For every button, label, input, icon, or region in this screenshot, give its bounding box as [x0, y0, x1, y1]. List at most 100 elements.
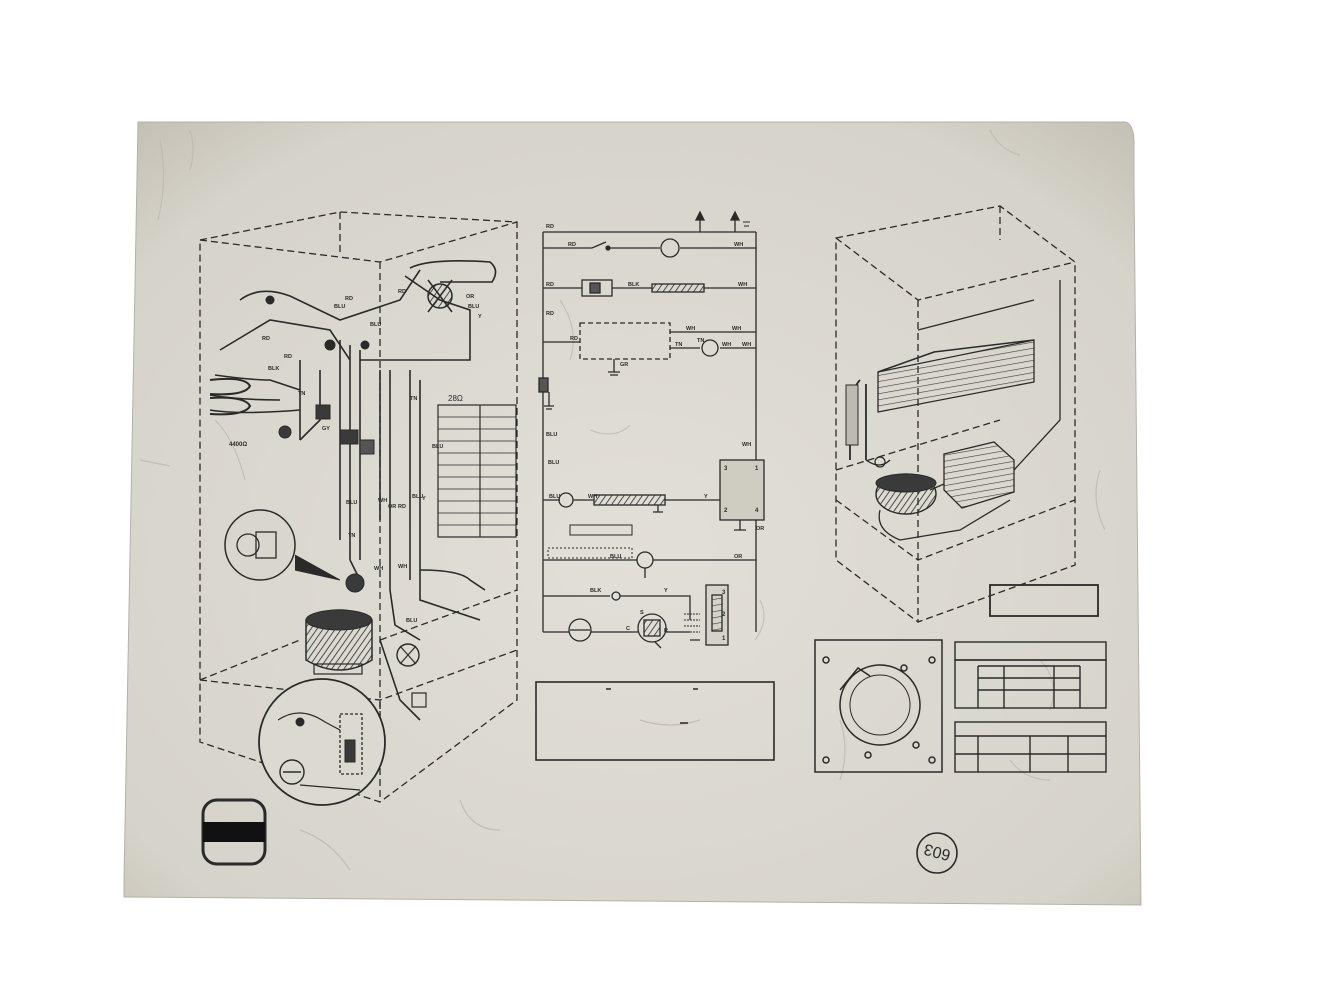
wire-label: RD	[345, 296, 353, 302]
wire-label: OR	[388, 504, 396, 510]
wire-label: Y	[704, 494, 708, 500]
wire-label: OR	[734, 554, 742, 560]
wire-label: BLU	[346, 500, 357, 506]
schematic-diagram	[535, 210, 775, 761]
left-pictorial-diagram	[199, 211, 518, 866]
compressor-right-icon	[875, 473, 937, 515]
wire-label: BLU	[412, 494, 423, 500]
wire-label: WH	[738, 282, 747, 288]
wire-label: TN	[410, 396, 417, 402]
wire-label: BLK	[628, 282, 639, 288]
detail-circle-relay	[224, 509, 341, 581]
spec-table-bottom	[954, 721, 1107, 773]
defrost-heater-icon	[651, 283, 705, 293]
wire-label: RD	[262, 336, 270, 342]
mounting-plate	[814, 639, 943, 773]
right-note-box	[989, 584, 1099, 617]
wire-label: WH	[374, 566, 383, 572]
right-refrigeration-diagram	[814, 205, 1107, 773]
relay-box	[719, 459, 765, 521]
detail-circle-capacitor	[258, 678, 386, 806]
wire-label: TN	[697, 338, 704, 344]
defrost-timer-box	[579, 322, 671, 360]
cabinet-outline-left	[199, 211, 518, 803]
light-socket-icon	[359, 439, 375, 455]
legend-table-left	[437, 404, 517, 538]
brand-logo	[201, 798, 267, 866]
drain-heater-element	[593, 494, 666, 506]
wire-label: BLU	[549, 494, 560, 500]
wire-label: WH	[742, 442, 751, 448]
wire-label: WH	[686, 326, 695, 332]
light-bulb-icon	[660, 238, 680, 258]
wire-label: BLU	[610, 554, 621, 560]
harness-lines	[209, 260, 497, 721]
condenser-coil-icon	[943, 441, 1015, 509]
wire-label: RD	[546, 224, 554, 230]
relay-terminal-label: 1	[755, 466, 759, 472]
fan-motor-top-icon	[427, 279, 453, 313]
wire-label: BLU	[468, 304, 479, 310]
overload-terminal-label: 3	[722, 590, 726, 596]
wire-label: RD	[398, 289, 406, 295]
wire-label: WH	[588, 494, 597, 500]
wire-label: C	[626, 626, 630, 632]
wire-label: BLK	[268, 366, 279, 372]
wire-label: RD	[570, 336, 578, 342]
wire-label: TN	[298, 391, 305, 397]
start-relay-icon	[637, 613, 667, 643]
evaporator-coil-left	[209, 377, 252, 416]
wire-label: Y	[664, 588, 668, 594]
wire-label: WH	[398, 564, 407, 570]
thermostat-icon	[315, 404, 331, 420]
wire-label: TN	[675, 342, 682, 348]
wire-label: WH	[722, 342, 731, 348]
wire-label: OR	[466, 294, 474, 300]
wire-label: RD	[568, 242, 576, 248]
wire-label: WH	[734, 242, 743, 248]
switch-icon	[278, 425, 292, 439]
wire-label: WH	[378, 498, 387, 504]
compressor-motor-icon	[568, 618, 592, 642]
wire-label: RD	[546, 282, 554, 288]
wire-label: BLU	[334, 304, 345, 310]
wire-label: Y	[478, 314, 482, 320]
relay-terminal-label: 4	[755, 508, 759, 514]
stamp-circle: 603	[916, 832, 958, 874]
schematic-note-box	[535, 681, 775, 761]
left-panel-labels: 28Ω 4400Ω BLU RD RD Y OR BLU BLK RD GY R…	[229, 289, 482, 624]
wire-label: S	[640, 610, 644, 616]
evaporator-coil-icon	[845, 339, 1035, 460]
wire-label: WH	[732, 326, 741, 332]
resistance-label-top: 28Ω	[448, 394, 463, 403]
wire-label: GR	[620, 362, 628, 368]
wire-label: Y	[422, 496, 426, 502]
wire-label: OR	[756, 526, 764, 532]
overload-terminal-label: 1	[722, 636, 726, 642]
schematic-labels: RD RD WH RD BLK WH RD WH WH RD TN TN WH …	[546, 224, 764, 642]
cabinet-outline-right	[835, 205, 1076, 623]
wire-label: RD	[546, 311, 554, 317]
wire-label: BLU	[548, 460, 559, 466]
overload-terminal-label: 2	[722, 612, 726, 618]
wire-label: BLU	[370, 322, 381, 328]
timer-motor-icon	[701, 339, 719, 357]
relay-terminal-label: 2	[724, 508, 728, 514]
wire-label: RD	[284, 354, 292, 360]
wire-label: BLU	[546, 432, 557, 438]
condenser-fan-icon	[396, 643, 420, 667]
wire-label: WH	[742, 342, 751, 348]
spec-table-top	[954, 641, 1107, 709]
wire-label: TN	[348, 533, 355, 539]
paper-sheet	[123, 121, 1142, 906]
stamp-number: 603	[922, 840, 952, 863]
wire-label: R	[664, 628, 668, 634]
wire-label: RD	[398, 504, 406, 510]
thermostat-box	[581, 279, 613, 297]
wire-label: BLK	[590, 588, 601, 594]
drain-heater-icon	[345, 573, 365, 593]
relay-terminal-label: 3	[724, 466, 728, 472]
wire-label: BLU	[432, 444, 443, 450]
wire-label: BLU	[406, 618, 417, 624]
